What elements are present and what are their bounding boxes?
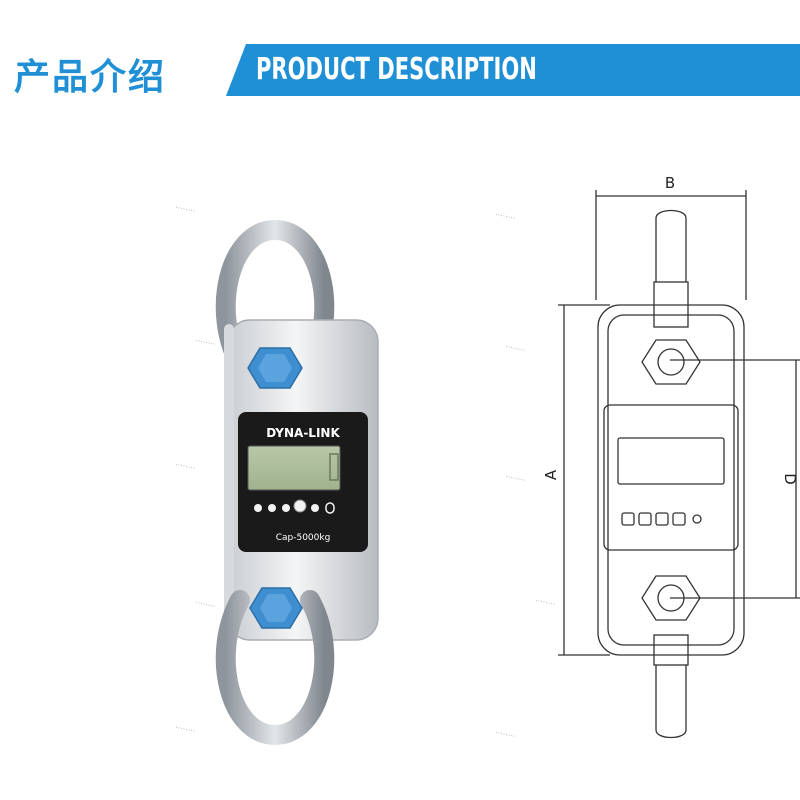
key-button[interactable] [268,504,276,512]
brand-label: DYNA-LINK [266,426,340,440]
bottom-shackle [215,590,335,746]
dimension-a-label: A [542,469,560,480]
section-header: 产品介绍 PRODUCT DESCRIPTION [0,38,800,102]
capacity-label: Cap-5000kg [276,533,331,543]
watermark: ········ [494,727,517,742]
section-title-cn: 产品介绍 [14,57,167,98]
watermark: ········ [504,471,527,486]
dimension-drawing: B A D [542,174,800,739]
key-button[interactable] [311,504,319,512]
dimension-d-label: D [781,473,799,485]
bottom-bolt-icon [249,587,303,629]
key-button[interactable] [282,504,290,512]
product-photo: DYNA-LINK Cap-5000kg [215,219,379,746]
key-button[interactable] [254,504,262,512]
section-banner: PRODUCT DESCRIPTION [226,44,800,96]
key-button[interactable] [293,499,307,513]
top-shackle [215,219,335,375]
lcd-screen [247,445,341,491]
dimension-b-label: B [665,174,675,192]
section-title-en: PRODUCT DESCRIPTION [256,52,537,87]
watermark: ········ [504,341,527,356]
indicator-light [325,502,335,514]
watermark: ········ [494,209,517,224]
top-bolt-icon [247,347,303,389]
